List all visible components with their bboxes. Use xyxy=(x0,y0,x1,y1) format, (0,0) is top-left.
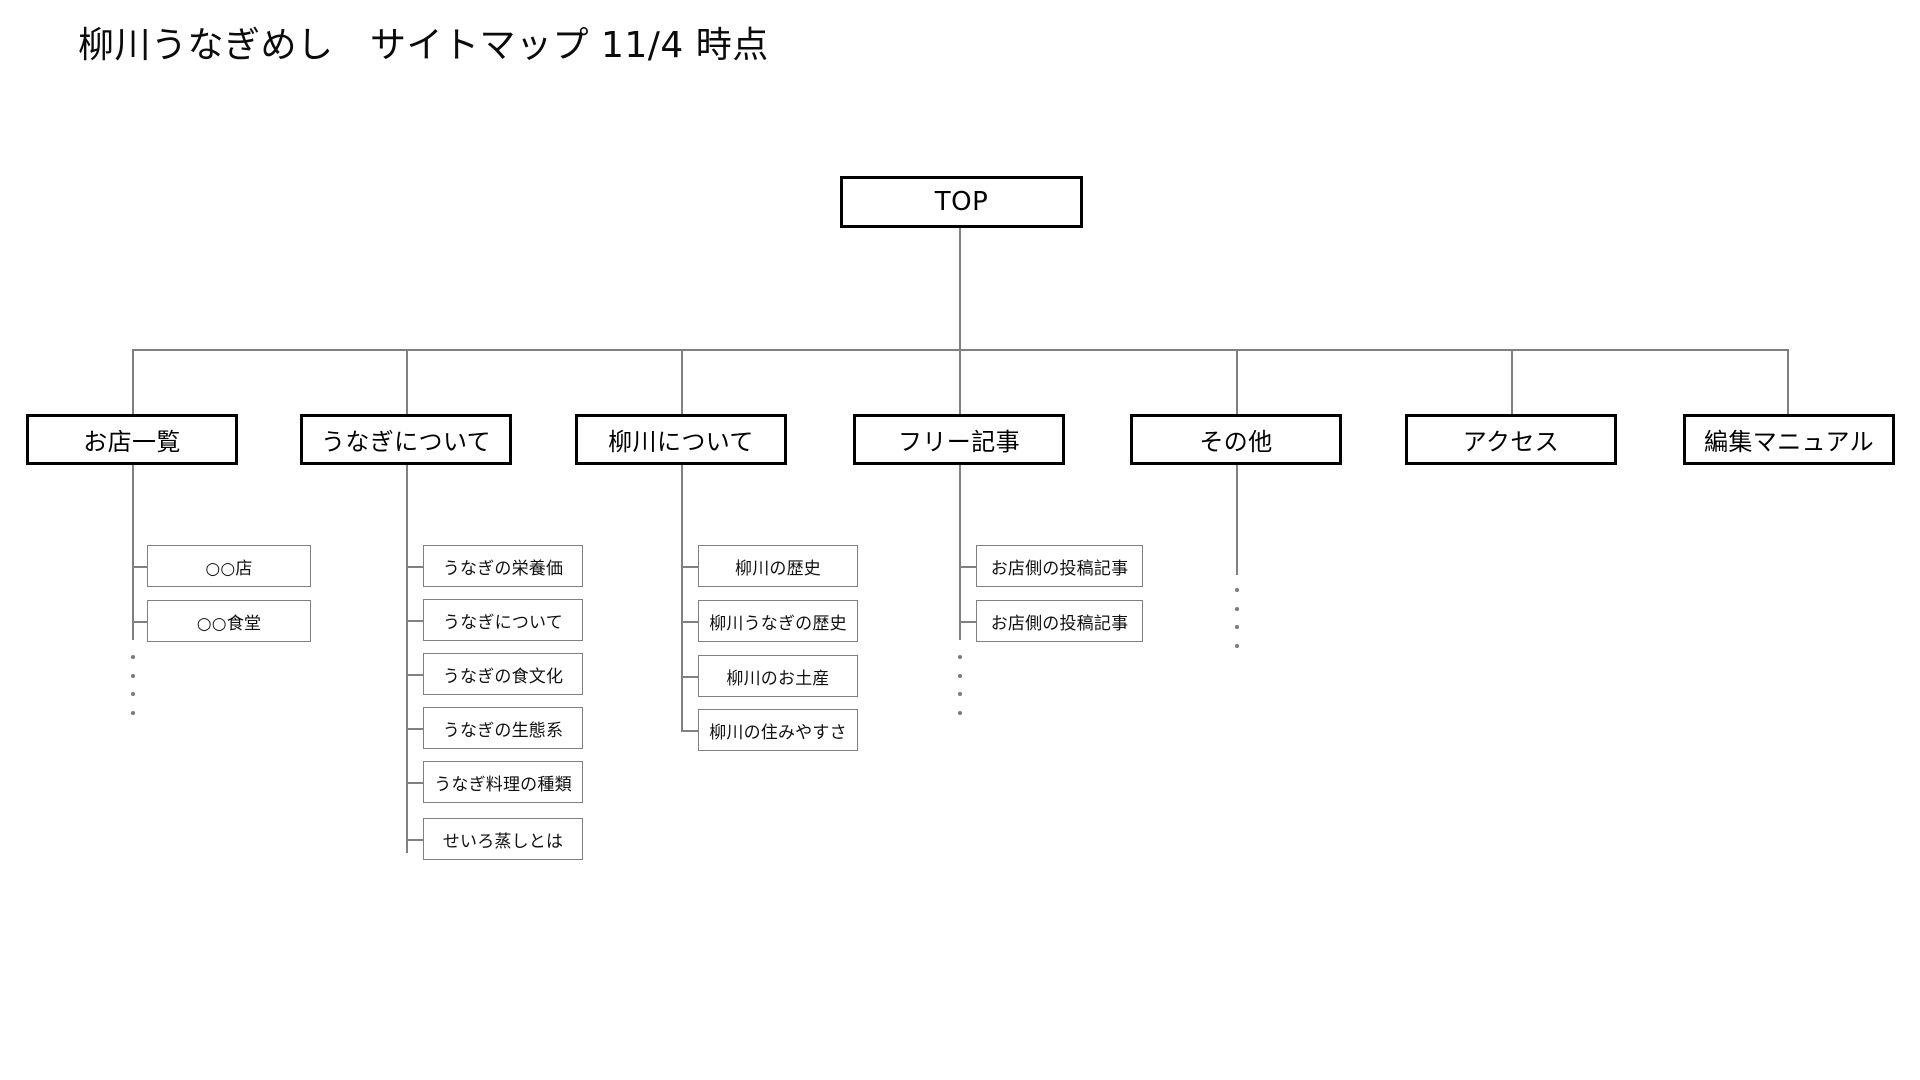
ellipsis-free-articles xyxy=(957,655,963,715)
node-unagi-nutrition[interactable]: うなぎの栄養価 xyxy=(423,545,583,587)
node-yanagawa-history[interactable]: 柳川の歴史 xyxy=(698,545,858,587)
connector-branch-shop-2 xyxy=(132,621,148,623)
node-unagi-seiromushi-label: せいろ蒸しとは xyxy=(442,831,564,852)
connector-branch-yanagawa-4 xyxy=(681,730,699,732)
node-section-about-yanagawa-label: 柳川について xyxy=(608,428,754,456)
node-section-free-articles-label: フリー記事 xyxy=(898,428,1020,456)
node-shop-2-label: ○○食堂 xyxy=(196,613,262,634)
node-unagi-ecology-label: うなぎの生態系 xyxy=(442,720,564,741)
node-yanagawa-souvenirs[interactable]: 柳川のお土産 xyxy=(698,655,858,697)
connector-drop-about-yanagawa xyxy=(681,349,683,414)
node-top[interactable]: TOP xyxy=(840,176,1083,228)
node-free-article-1[interactable]: お店側の投稿記事 xyxy=(976,545,1143,587)
node-yanagawa-livability-label: 柳川の住みやすさ xyxy=(709,722,847,743)
node-free-article-2[interactable]: お店側の投稿記事 xyxy=(976,600,1143,642)
connector-drop-about-unagi xyxy=(406,349,408,414)
node-shop-1[interactable]: ○○店 xyxy=(147,545,311,587)
node-section-free-articles[interactable]: フリー記事 xyxy=(853,414,1065,465)
node-unagi-seiromushi[interactable]: せいろ蒸しとは xyxy=(423,818,583,860)
node-section-manual[interactable]: 編集マニュアル xyxy=(1683,414,1895,465)
node-unagi-dish-types[interactable]: うなぎ料理の種類 xyxy=(423,761,583,803)
connector-branch-unagi-3 xyxy=(406,674,424,676)
node-unagi-about[interactable]: うなぎについて xyxy=(423,599,583,641)
connector-spine-other xyxy=(1236,465,1238,575)
node-yanagawa-history-label: 柳川の歴史 xyxy=(735,558,821,579)
connector-branch-unagi-1 xyxy=(406,566,424,568)
connector-branch-yanagawa-3 xyxy=(681,676,699,678)
node-yanagawa-unagi-history[interactable]: 柳川うなぎの歴史 xyxy=(698,600,858,642)
connector-drop-manual xyxy=(1787,349,1789,414)
node-unagi-about-label: うなぎについて xyxy=(443,612,563,633)
node-section-about-yanagawa[interactable]: 柳川について xyxy=(575,414,787,465)
node-unagi-nutrition-label: うなぎの栄養価 xyxy=(442,558,564,579)
node-section-access-label: アクセス xyxy=(1462,428,1560,456)
connector-bus xyxy=(133,349,1789,351)
page-title: 柳川うなぎめし サイトマップ 11/4 時点 xyxy=(78,25,769,66)
connector-drop-shops xyxy=(132,349,134,414)
connector-spine-free-articles xyxy=(959,465,961,640)
node-shop-2[interactable]: ○○食堂 xyxy=(147,600,311,642)
node-top-label: TOP xyxy=(934,187,989,217)
connector-branch-unagi-4 xyxy=(406,728,424,730)
node-free-article-2-label: お店側の投稿記事 xyxy=(990,613,1129,634)
node-unagi-food-culture[interactable]: うなぎの食文化 xyxy=(423,653,583,695)
connector-drop-other xyxy=(1236,349,1238,414)
connector-spine-about-yanagawa xyxy=(681,465,683,730)
connector-branch-free-2 xyxy=(959,621,977,623)
node-yanagawa-livability[interactable]: 柳川の住みやすさ xyxy=(698,709,858,751)
node-shop-1-label: ○○店 xyxy=(205,558,253,579)
connector-branch-unagi-5 xyxy=(406,782,424,784)
ellipsis-other xyxy=(1234,588,1240,648)
connector-branch-free-1 xyxy=(959,566,977,568)
node-yanagawa-souvenirs-label: 柳川のお土産 xyxy=(726,668,830,689)
connector-spine-about-unagi xyxy=(406,465,408,853)
node-section-shops[interactable]: お店一覧 xyxy=(26,414,238,465)
connector-spine-shops xyxy=(132,465,134,640)
connector-drop-access xyxy=(1511,349,1513,414)
node-unagi-dish-types-label: うなぎ料理の種類 xyxy=(434,774,572,795)
node-section-about-unagi-label: うなぎについて xyxy=(320,428,492,456)
connector-branch-yanagawa-1 xyxy=(681,566,699,568)
connector-branch-yanagawa-2 xyxy=(681,621,699,623)
node-unagi-food-culture-label: うなぎの食文化 xyxy=(442,666,564,687)
node-section-manual-label: 編集マニュアル xyxy=(1703,428,1875,456)
node-yanagawa-unagi-history-label: 柳川うなぎの歴史 xyxy=(709,613,847,634)
node-section-other-label: その他 xyxy=(1199,428,1273,456)
connector-top-down xyxy=(959,228,961,351)
node-unagi-ecology[interactable]: うなぎの生態系 xyxy=(423,707,583,749)
connector-branch-shop-1 xyxy=(132,566,148,568)
connector-drop-free-articles xyxy=(959,349,961,414)
node-section-shops-label: お店一覧 xyxy=(83,428,181,456)
node-section-about-unagi[interactable]: うなぎについて xyxy=(300,414,512,465)
node-section-access[interactable]: アクセス xyxy=(1405,414,1617,465)
connector-branch-unagi-2 xyxy=(406,620,424,622)
node-section-other[interactable]: その他 xyxy=(1130,414,1342,465)
connector-branch-unagi-6 xyxy=(406,839,424,841)
ellipsis-shops xyxy=(130,655,136,715)
node-free-article-1-label: お店側の投稿記事 xyxy=(990,558,1129,579)
